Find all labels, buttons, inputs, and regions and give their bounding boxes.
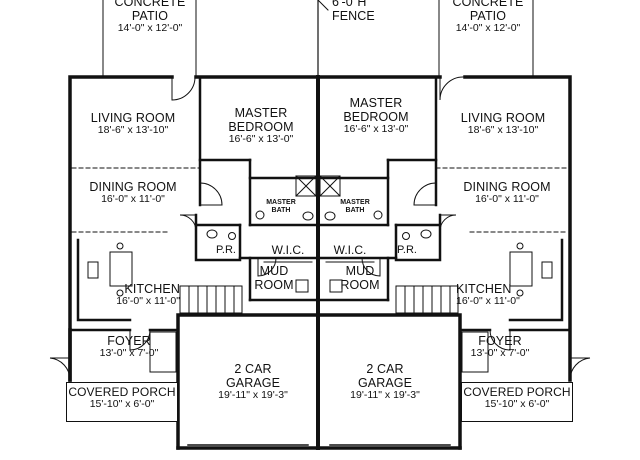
right-garage-line1: 2 CAR [366,362,404,376]
right-patio-dims: 14'-0" x 12'-0" [455,22,521,34]
left-foyer-label: FOYER 13'-0" x 7'-0" [84,334,174,360]
left-mud-room-label: MUD ROOM [254,264,294,292]
right-dining-dims: 16'-0" x 11'-0" [475,193,539,205]
right-dining-name: DINING ROOM [463,180,551,194]
left-living-room-label: LIVING ROOM 18'-6" x 13'-10" [78,111,188,137]
patio-outline [102,0,534,78]
right-patio-line1: CONCRETE [452,0,524,9]
left-covered-porch: COVERED PORCH 15'-10" x 6'-0" [66,382,178,422]
stairs [179,285,459,314]
right-wic-label: W.I.C. [333,243,367,257]
left-living-dims: 18'-6" x 13'-10" [97,124,169,136]
right-bath-line1: MASTER [340,199,370,206]
fence-name: FENCE [332,9,375,23]
left-patio-label: CONCRETE PATIO 14'-0" x 12'-0" [105,0,195,35]
left-master-line1: MASTER [234,106,288,120]
left-foyer-name: FOYER [107,334,151,348]
right-master-bedroom-label: MASTER BEDROOM 16'-6" x 13'-0" [323,96,429,136]
left-patio-line2: PATIO [131,9,169,23]
left-mud-line1: MUD [259,264,289,278]
left-bath-line2: BATH [271,206,291,214]
left-mud-line2: ROOM [254,278,294,292]
right-kitchen-name: KITCHEN [456,282,512,296]
left-patio-dims: 14'-0" x 12'-0" [117,22,183,34]
right-powder-room-label: P.R. [397,244,417,256]
right-living-room-label: LIVING ROOM 18'-6" x 13'-10" [448,111,558,137]
door-swings [49,76,591,381]
right-garage-dims: 19'-11" x 19'-3" [350,389,420,401]
right-master-bath-label: MASTER BATH [340,199,370,215]
left-garage-line1: 2 CAR [234,362,272,376]
right-porch-dims: 15'-10" x 6'-0" [484,398,550,411]
interior-walls [68,75,572,332]
left-master-dims: 16'-6" x 13'-0" [228,133,294,145]
right-mud-room-label: MUD ROOM [338,264,382,292]
fence-label: 6'-0"H FENCE [332,0,392,23]
left-garage-label: 2 CAR GARAGE 19'-11" x 19'-3" [198,362,308,402]
left-porch-name: COVERED PORCH [68,385,176,399]
left-kitchen-name: KITCHEN [124,282,180,296]
fixtures [87,175,553,373]
left-dining-room-label: DINING ROOM 16'-0" x 11'-0" [78,180,188,206]
left-dining-dims: 16'-0" x 11'-0" [101,193,165,205]
right-patio-label: CONCRETE PATIO 14'-0" x 12'-0" [443,0,533,35]
left-powder-room-label: P.R. [216,244,236,256]
right-kitchen-dims: 16'-0" x 11'-0" [456,295,520,307]
right-garage-label: 2 CAR GARAGE 19'-11" x 19'-3" [330,362,440,402]
left-patio-line1: CONCRETE [114,0,186,9]
left-kitchen-dims: 16'-0" x 11'-0" [116,295,180,307]
left-master-bath-label: MASTER BATH [266,199,296,215]
left-master-bedroom-label: MASTER BEDROOM 16'-6" x 13'-0" [208,106,314,146]
left-garage-line2: GARAGE [225,376,281,390]
right-foyer-dims: 13'-0" x 7'-0" [470,347,530,359]
left-master-line2: BEDROOM [228,120,294,134]
right-covered-porch: COVERED PORCH 15'-10" x 6'-0" [461,382,573,422]
right-patio-line2: PATIO [469,9,507,23]
right-master-line2: BEDROOM [343,110,409,124]
right-garage-line2: GARAGE [357,376,413,390]
left-garage-dims: 19'-11" x 19'-3" [218,389,288,401]
right-dining-room-label: DINING ROOM 16'-0" x 11'-0" [452,180,562,206]
right-mud-line1: MUD [345,264,375,278]
right-kitchen-label: KITCHEN 16'-0" x 11'-0" [456,282,552,308]
left-foyer-dims: 13'-0" x 7'-0" [99,347,159,359]
right-master-line1: MASTER [349,96,403,110]
left-living-name: LIVING ROOM [90,111,176,125]
left-kitchen-label: KITCHEN 16'-0" x 11'-0" [84,282,180,308]
left-dining-name: DINING ROOM [89,180,177,194]
right-porch-name: COVERED PORCH [463,385,571,399]
left-wic-label: W.I.C. [271,243,305,257]
right-foyer-name: FOYER [478,334,522,348]
right-bath-line2: BATH [345,206,365,214]
right-living-dims: 18'-6" x 13'-10" [467,124,539,136]
right-mud-line2: ROOM [340,278,380,292]
fence-dim: 6'-0"H [332,0,367,9]
left-porch-dims: 15'-10" x 6'-0" [89,398,155,411]
right-foyer-label: FOYER 13'-0" x 7'-0" [455,334,545,360]
left-bath-line1: MASTER [266,199,296,206]
room-dividers [71,167,569,233]
right-living-name: LIVING ROOM [460,111,546,125]
right-master-dims: 16'-6" x 13'-0" [343,123,409,135]
